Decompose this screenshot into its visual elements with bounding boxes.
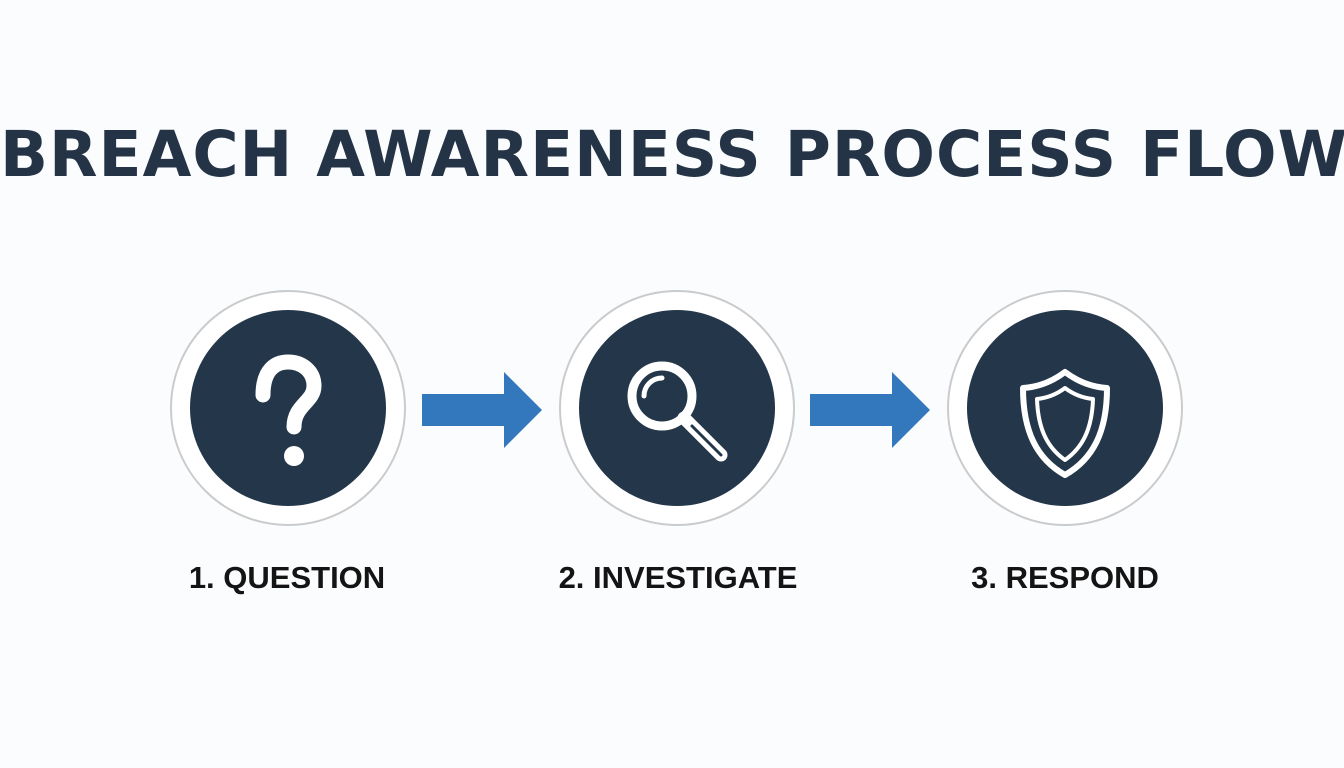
- step-respond-node: [947, 290, 1183, 526]
- step-label-respond: 3. RESPOND: [971, 560, 1159, 595]
- shield-icon: [1020, 369, 1110, 478]
- step-label-question: 1. QUESTION: [188, 560, 386, 595]
- diagram-title: BREACH AWARENESS PROCESS FLOW: [0, 118, 1344, 191]
- step-circle: [190, 310, 386, 506]
- question-mark-icon: [255, 354, 322, 466]
- step-circle: [579, 310, 775, 506]
- step-circle: [967, 310, 1163, 506]
- step-question-node: [170, 290, 406, 526]
- right-arrow-icon: [422, 372, 542, 448]
- right-arrow-icon: [810, 372, 930, 448]
- step-label-investigate: 2. INVESTIGATE: [558, 560, 798, 595]
- magnifying-glass-icon: [627, 361, 728, 462]
- step-investigate-node: [559, 290, 795, 526]
